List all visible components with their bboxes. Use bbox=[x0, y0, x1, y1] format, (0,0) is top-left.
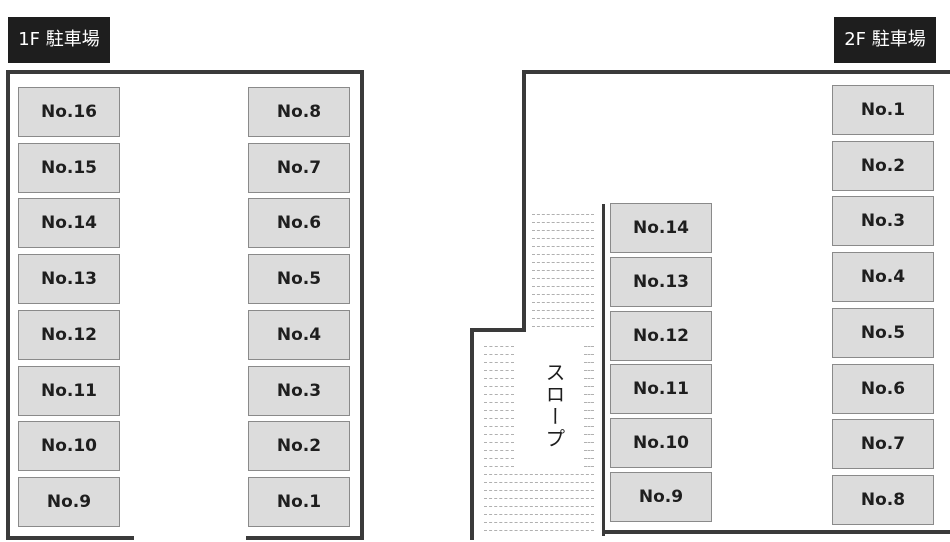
parking-stall: No.15 bbox=[18, 142, 120, 193]
parking-stall: No.5 bbox=[832, 307, 934, 358]
floor-1-label: 1F 駐車場 bbox=[8, 17, 110, 63]
parking-stall: No.14 bbox=[610, 203, 712, 253]
slope-stripe bbox=[532, 254, 594, 255]
parking-stall: No.4 bbox=[832, 252, 934, 303]
slope-stripe bbox=[584, 378, 594, 379]
slope-label: スロープ bbox=[542, 362, 566, 450]
slope-stripe bbox=[584, 442, 594, 443]
parking-stall: No.11 bbox=[610, 364, 712, 415]
slope-stripe bbox=[484, 402, 514, 403]
slope-stripe bbox=[532, 294, 594, 295]
slope-stripe bbox=[484, 458, 514, 459]
parking-stall: No.7 bbox=[248, 142, 350, 193]
slope-stripe bbox=[484, 378, 514, 379]
slope-stripe bbox=[484, 514, 594, 515]
slope-stripe bbox=[584, 346, 594, 347]
slope-stripe bbox=[484, 418, 514, 419]
slope-stripe bbox=[484, 426, 514, 427]
slope-stripe bbox=[484, 386, 514, 387]
slope-stripe bbox=[484, 522, 594, 523]
slope-stripe bbox=[532, 230, 594, 231]
parking-stall: No.11 bbox=[18, 365, 120, 416]
slope-stripe bbox=[484, 434, 514, 435]
slope-stripe bbox=[532, 302, 594, 303]
slope-stripe bbox=[584, 354, 594, 355]
slope-stripe bbox=[484, 466, 514, 467]
parking-stall: No.12 bbox=[610, 310, 712, 361]
parking-stall: No.4 bbox=[248, 309, 350, 360]
slope-stripe bbox=[584, 434, 594, 435]
slope-stripe bbox=[584, 362, 594, 363]
slope-stripe bbox=[484, 498, 594, 499]
slope-stripe bbox=[484, 362, 514, 363]
floor-1-wall-bottom-right bbox=[246, 536, 364, 540]
slope-stripe bbox=[484, 410, 514, 411]
floor-1-wall-top bbox=[6, 70, 364, 74]
slope-stripe bbox=[532, 262, 594, 263]
floor-1-wall-left bbox=[6, 70, 10, 540]
slope-stripe bbox=[584, 450, 594, 451]
parking-stall: No.3 bbox=[832, 196, 934, 247]
slope-stripe bbox=[584, 466, 594, 467]
slope-stripe bbox=[484, 394, 514, 395]
parking-stall: No.9 bbox=[18, 476, 120, 527]
slope-stripe bbox=[532, 246, 594, 247]
parking-stall: No.1 bbox=[248, 476, 350, 527]
parking-stall: No.1 bbox=[832, 85, 934, 135]
floor-2-label: 2F 駐車場 bbox=[834, 17, 936, 63]
slope-stripe bbox=[584, 410, 594, 411]
parking-stall: No.14 bbox=[18, 198, 120, 249]
slope-stripe bbox=[584, 402, 594, 403]
floor-2-inner-wall bbox=[602, 204, 605, 536]
slope-stripe bbox=[484, 354, 514, 355]
slope-stripe bbox=[584, 426, 594, 427]
slope-stripe bbox=[484, 474, 594, 475]
parking-stall: No.10 bbox=[18, 421, 120, 472]
slope-stripe bbox=[584, 370, 594, 371]
slope-stripe bbox=[484, 482, 594, 483]
parking-stall: No.5 bbox=[248, 254, 350, 305]
slope-stripe bbox=[484, 370, 514, 371]
parking-stall: No.12 bbox=[18, 309, 120, 360]
parking-stall: No.9 bbox=[610, 472, 712, 522]
floor-2-wall-top bbox=[522, 70, 950, 74]
floor-2-wall-lower-left bbox=[470, 328, 474, 540]
slope-stripe bbox=[532, 278, 594, 279]
parking-stall: No.13 bbox=[18, 254, 120, 305]
slope-stripe bbox=[584, 394, 594, 395]
parking-stall: No.8 bbox=[832, 474, 934, 525]
slope-stripe bbox=[532, 238, 594, 239]
parking-stall: No.6 bbox=[248, 198, 350, 249]
parking-stall: No.10 bbox=[610, 418, 712, 469]
parking-stall: No.13 bbox=[610, 256, 712, 307]
slope-stripe bbox=[484, 490, 594, 491]
floor-2-wall-step bbox=[470, 328, 526, 332]
parking-stall: No.3 bbox=[248, 365, 350, 416]
parking-stall: No.16 bbox=[18, 87, 120, 137]
slope-stripe bbox=[484, 450, 514, 451]
slope-stripe bbox=[484, 346, 514, 347]
slope-stripe bbox=[584, 418, 594, 419]
slope-stripe bbox=[532, 326, 594, 327]
floor-1-wall-right bbox=[360, 70, 364, 540]
parking-stall: No.2 bbox=[832, 140, 934, 191]
slope-stripe bbox=[532, 318, 594, 319]
slope-stripe bbox=[532, 214, 594, 215]
parking-stall: No.7 bbox=[832, 419, 934, 470]
slope-stripe bbox=[484, 442, 514, 443]
floor-1-wall-bottom-left bbox=[6, 536, 134, 540]
slope-stripe bbox=[584, 458, 594, 459]
slope-stripe bbox=[532, 270, 594, 271]
parking-stall: No.6 bbox=[832, 363, 934, 414]
slope-stripe bbox=[584, 386, 594, 387]
floor-2-wall-bottom bbox=[602, 530, 950, 534]
floor-2-wall-upper-left bbox=[522, 70, 526, 332]
parking-stall: No.8 bbox=[248, 87, 350, 137]
slope-stripe bbox=[532, 286, 594, 287]
slope-stripe bbox=[484, 506, 594, 507]
slope-stripe bbox=[484, 530, 594, 531]
slope-stripe bbox=[532, 222, 594, 223]
parking-stall: No.2 bbox=[248, 421, 350, 472]
slope-stripe bbox=[532, 310, 594, 311]
